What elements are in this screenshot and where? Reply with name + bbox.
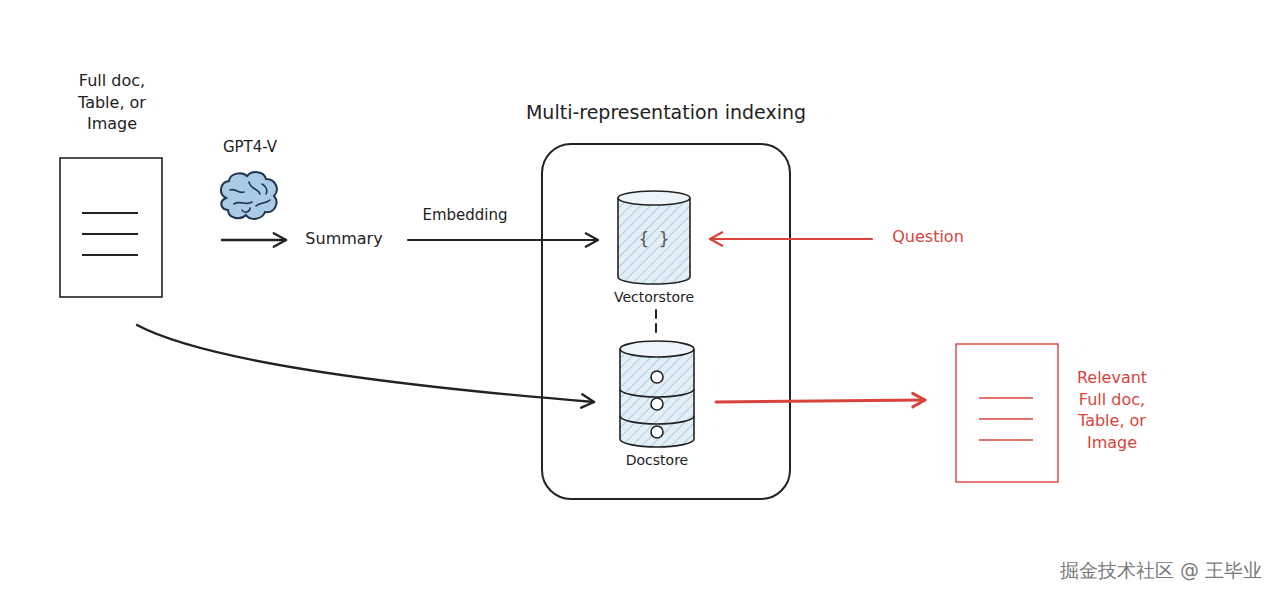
store-cylinder: { }Vectorstore [598,188,710,308]
connector [408,233,598,246]
arrow-head [581,394,594,407]
node-label: Summary [298,228,390,250]
connector-line [716,400,925,402]
arrow-head [913,393,925,406]
arrow-head [710,232,722,245]
store-label: Vectorstore [594,288,714,307]
store-symbol: { } [616,228,692,251]
store-cylinder: Docstore [598,338,716,472]
watermark: 掘金技术社区 @ 王毕业 [1060,558,1262,584]
document-box: Full doc, Table, or Image [58,68,166,299]
connector-label: GPT4-V [223,138,277,156]
connector [716,393,925,406]
node-label: Question [880,226,976,248]
connector [137,325,594,408]
text-node: Question [880,226,976,252]
text-node: Summary [298,228,390,254]
connector-line [655,310,657,336]
document-caption: Relevant Full doc, Table, or Image [1062,367,1162,453]
connector [656,310,657,336]
connector [710,232,872,245]
document-shape [59,157,163,298]
connector-line [408,239,598,241]
store-label: Docstore [598,451,716,470]
connector-line [222,239,286,241]
arrow-head [274,233,286,246]
group-frame: Multi-representation indexing{ }Vectorst… [541,100,791,502]
arrow-head [586,233,598,246]
document-heading: Full doc, Table, or Image [58,70,166,135]
connector [222,233,286,246]
document-box: Relevant Full doc, Table, or Image [955,343,1165,483]
brain-icon [216,168,282,224]
group-title: Multi-representation indexing [481,100,851,126]
connector-line [137,325,594,402]
connector-line [710,238,872,240]
connector-label: Embedding [422,206,507,224]
document-shape [955,343,1059,483]
database-shape [618,340,696,450]
